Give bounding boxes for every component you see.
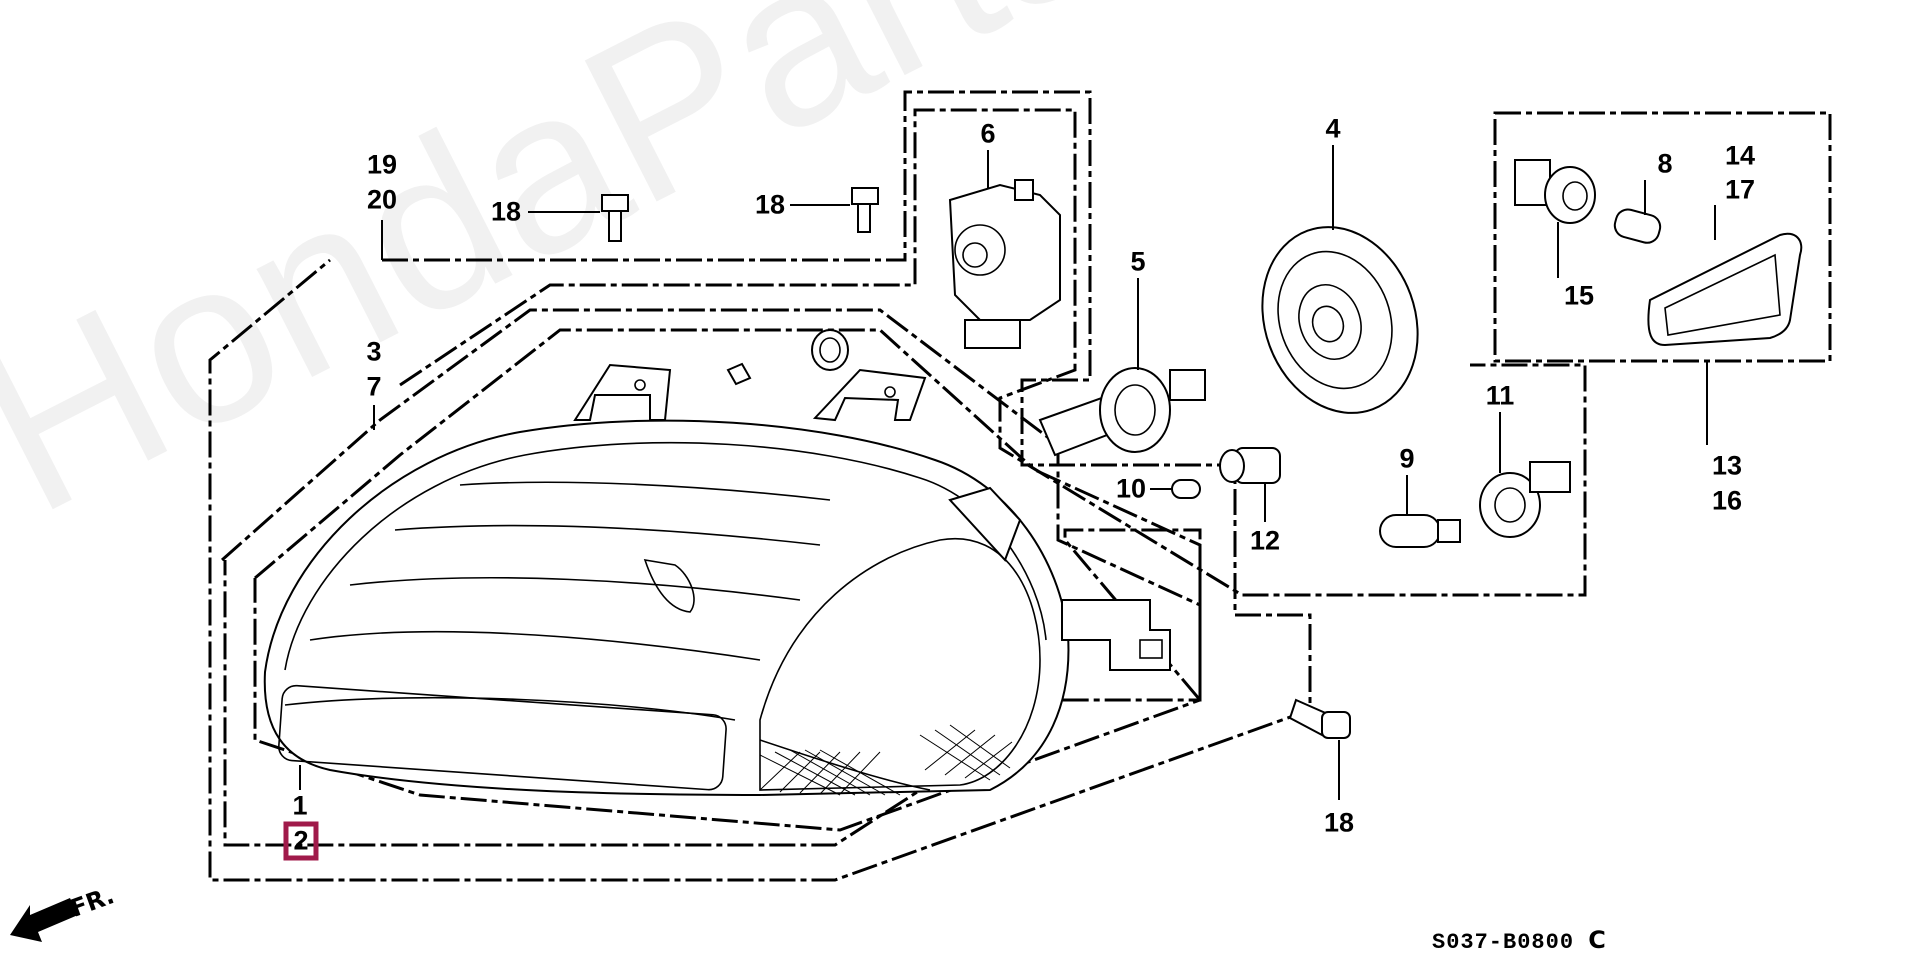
diagram-code-text: S037-B0800 (1432, 930, 1575, 955)
callout-20[interactable]: 20 (366, 184, 398, 215)
part-8-wedge-bulb (1613, 180, 1662, 244)
revision-mark: C (1588, 926, 1607, 954)
callout-7[interactable]: 7 (366, 371, 382, 402)
part-10-wedge-bulb (1150, 479, 1201, 499)
part-4-dust-cover (1261, 145, 1419, 414)
callout-10[interactable]: 10 (1115, 473, 1147, 504)
group-outline-inner (253, 328, 1202, 832)
headlight-housing (263, 329, 1171, 797)
callout-6[interactable]: 6 (980, 118, 996, 149)
part-14-17-side-marker (1647, 205, 1803, 445)
callout-11[interactable]: 11 (1485, 380, 1515, 411)
group-outline-1-2 (221, 308, 1202, 847)
callout-15[interactable]: 15 (1563, 280, 1595, 311)
front-direction-arrow (10, 898, 78, 942)
part-9-bulb (1379, 475, 1461, 548)
hatch-pattern (759, 724, 1013, 796)
callout-8[interactable]: 8 (1657, 148, 1673, 179)
callout-13[interactable]: 13 (1711, 450, 1743, 481)
callout-14[interactable]: 14 (1724, 140, 1756, 171)
callout-1[interactable]: 1 (292, 790, 308, 821)
part-18-bolt-bottom (1288, 698, 1351, 800)
callout-19[interactable]: 19 (366, 149, 398, 180)
part-5-headlight-bulb (1038, 278, 1206, 457)
part-11-socket (1479, 412, 1571, 538)
callout-9[interactable]: 9 (1399, 443, 1415, 474)
callout-2-highlighted[interactable]: 2 (283, 821, 319, 861)
group-outline-13-16 (1493, 111, 1832, 363)
group-outline-3-7 (399, 108, 1587, 597)
callout-17[interactable]: 17 (1724, 174, 1756, 205)
callout-18-middle[interactable]: 18 (754, 189, 786, 220)
callout-18-left[interactable]: 18 (490, 196, 522, 227)
part-18-bolt-middle (790, 187, 879, 233)
callout-3[interactable]: 3 (366, 336, 382, 367)
part-15-socket (1514, 159, 1596, 278)
callout-16[interactable]: 16 (1711, 485, 1743, 516)
callout-18-bottom[interactable]: 18 (1323, 807, 1355, 838)
part-12-socket (1219, 447, 1281, 522)
callout-4[interactable]: 4 (1325, 113, 1341, 144)
part-18-bolt-left (528, 194, 629, 242)
callout-5[interactable]: 5 (1130, 246, 1146, 277)
diagram-code: S037-B0800 C (1432, 926, 1607, 955)
callout-12[interactable]: 12 (1249, 525, 1281, 556)
part-6-leveling-motor (948, 150, 1061, 349)
